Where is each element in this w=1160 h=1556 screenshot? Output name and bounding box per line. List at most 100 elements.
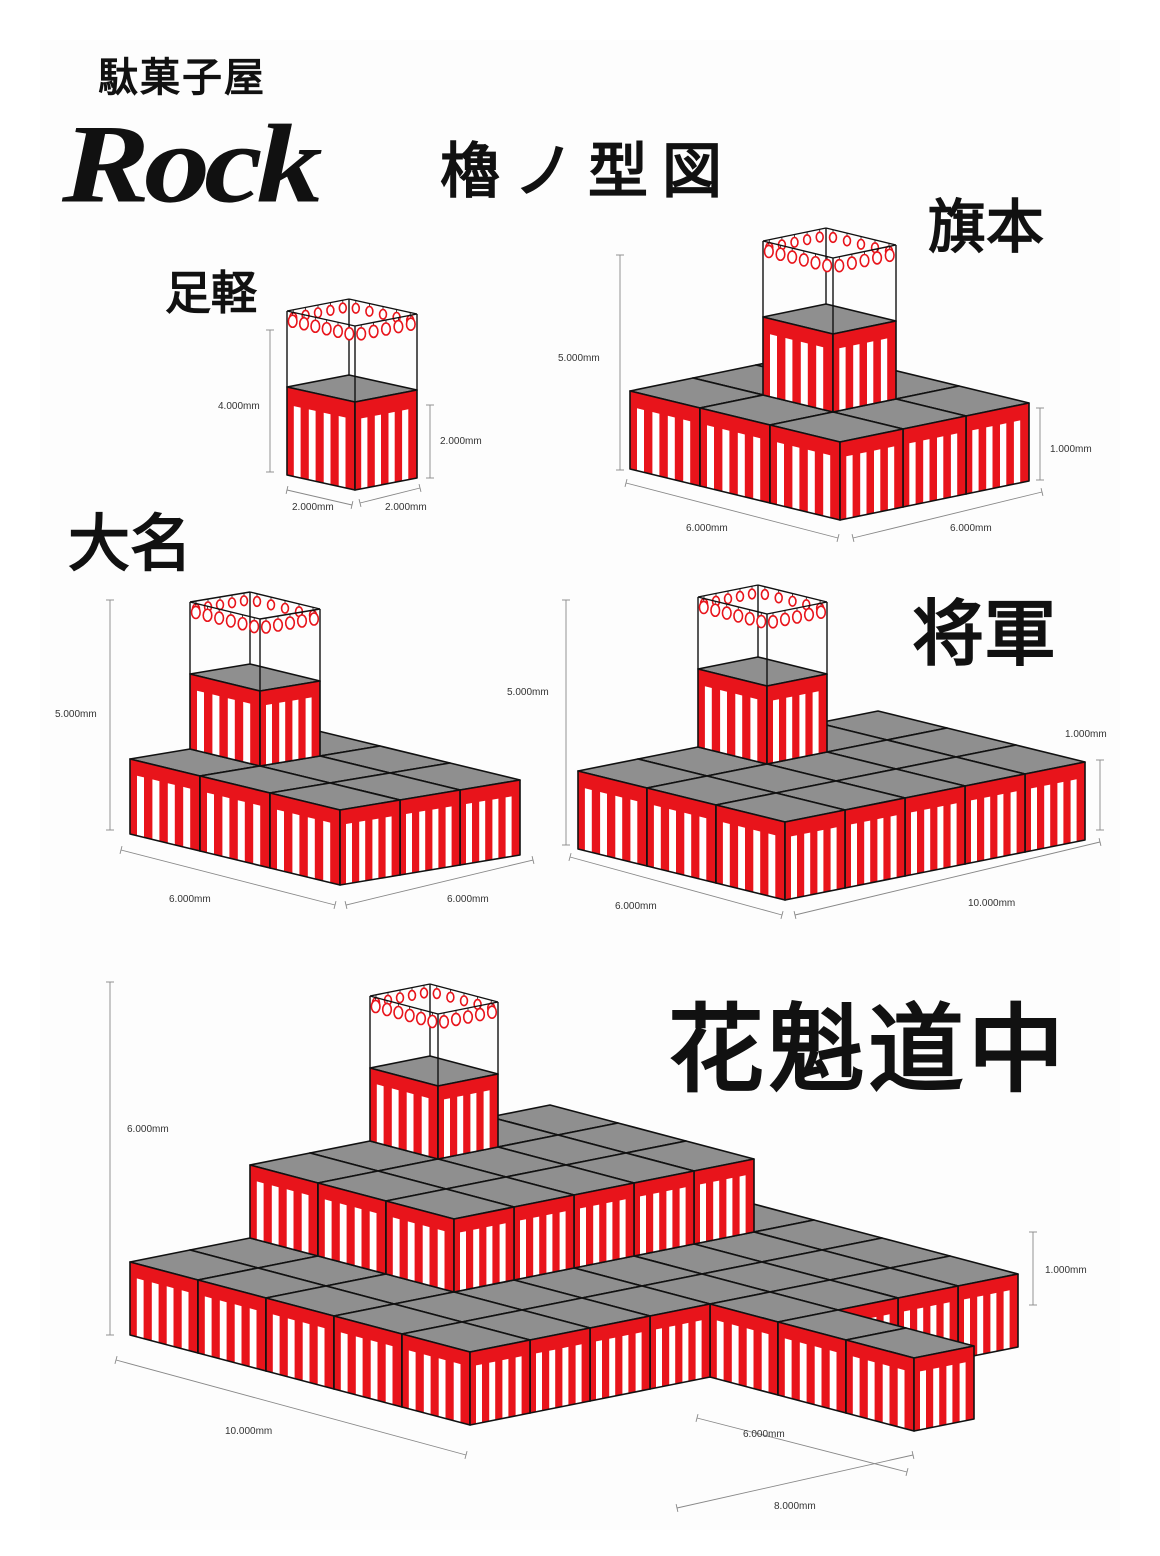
- curtain-stripe: [575, 1344, 582, 1404]
- curtain-face-left: [630, 391, 700, 486]
- dimension-line: [115, 1359, 467, 1456]
- curtain-stripe: [339, 1203, 347, 1264]
- curtain-stripe: [460, 1231, 466, 1291]
- curtain-stripe: [307, 817, 315, 879]
- dimension-oiran: 1.000mm: [1029, 1231, 1087, 1306]
- curtain-stripe: [204, 1296, 212, 1357]
- curtain-stripe: [817, 829, 824, 894]
- curtain-stripe: [846, 455, 853, 519]
- curtain-stripe: [546, 1213, 553, 1274]
- curtain-stripe: [911, 811, 917, 875]
- curtain-stripe: [860, 452, 867, 516]
- curtain-stripe: [738, 826, 745, 891]
- curtain-stripe: [839, 347, 846, 411]
- chochin-lantern-icon: [710, 603, 721, 618]
- curtain-stripe: [385, 816, 392, 878]
- dimension-tick: [836, 534, 840, 542]
- chochin-lantern-icon: [721, 606, 732, 620]
- curtain-stripe: [880, 338, 888, 403]
- stage-cube: [286, 374, 418, 491]
- chochin-lantern-icon: [822, 258, 833, 273]
- curtain-face-left: [370, 1068, 438, 1159]
- chochin-lantern-icon: [787, 250, 798, 264]
- chochin-lantern-icon: [884, 248, 895, 263]
- curtain-stripe: [489, 1361, 496, 1422]
- dimension-label: 6.000mm: [686, 523, 728, 534]
- dimension-label: 6.000mm: [127, 1124, 169, 1135]
- curtain-stripe: [753, 436, 761, 501]
- logo-rock: Rock: [62, 101, 323, 227]
- curtain-stripe: [695, 1320, 702, 1380]
- curtain-face-left: [402, 1334, 470, 1425]
- chochin-lantern-icon: [338, 302, 348, 314]
- chochin-lantern-icon: [760, 588, 770, 601]
- curtain-stripe: [222, 796, 230, 859]
- curtain-stripe: [722, 429, 730, 494]
- curtain-face-right: [840, 429, 903, 520]
- curtain-face-right-outline: [469, 1339, 531, 1426]
- curtain-face-left: [200, 776, 270, 868]
- curtain-stripe: [799, 1342, 807, 1403]
- curtain-stripe: [792, 446, 800, 511]
- lantern-canopy-frame: [286, 298, 418, 402]
- curtain-stripe: [408, 1350, 416, 1411]
- chochin-lantern-icon: [284, 616, 296, 630]
- curtain-stripe: [977, 1295, 984, 1356]
- curtain-stripe: [305, 697, 312, 759]
- dimension-tick: [905, 1468, 909, 1476]
- curtain-stripe: [683, 419, 691, 484]
- curtain-face-right: [965, 774, 1025, 864]
- chochin-lantern-icon: [404, 1008, 415, 1023]
- dimension-label: 6.000mm: [743, 1429, 785, 1440]
- dimension-label: 2.000mm: [440, 436, 482, 447]
- curtain-stripe: [682, 1322, 689, 1383]
- dimension-oiran: 10.000mm: [114, 1356, 468, 1459]
- chochin-lantern-icon: [763, 244, 774, 259]
- curtain-stripe: [606, 1201, 613, 1262]
- curtain-face-left: [386, 1201, 454, 1292]
- curtain-face-left: [710, 1304, 778, 1395]
- curtain-face-right: [574, 1183, 634, 1268]
- curtain-stripe: [637, 408, 644, 473]
- curtain-stripe: [986, 426, 993, 490]
- stage-cube: [269, 782, 401, 886]
- curtain-stripe: [502, 1358, 509, 1419]
- curtain-stripe: [438, 1358, 446, 1419]
- curtain-stripe: [804, 832, 811, 897]
- dimension-label: 5.000mm: [507, 687, 549, 698]
- curtain-face-left: [778, 1322, 846, 1413]
- chochin-lantern-icon: [744, 611, 755, 626]
- curtain-stripe: [768, 833, 776, 898]
- curtain-stripe: [652, 412, 660, 477]
- curtain-stripe: [679, 1187, 686, 1247]
- dimension-line: [794, 841, 1101, 916]
- curtain-stripe: [234, 1304, 242, 1365]
- dimension-hatamoto: 6.000mm: [624, 479, 840, 542]
- curtain-face-right: [454, 1207, 514, 1292]
- curtain-stripe: [580, 1207, 586, 1267]
- curtain-stripe: [308, 409, 316, 482]
- curtain-stripe: [340, 1332, 348, 1393]
- curtain-stripe: [423, 1354, 431, 1415]
- curtain-stripe: [323, 412, 331, 485]
- curtain-stripe: [707, 425, 714, 490]
- chochin-lantern-icon: [735, 590, 745, 603]
- curtain-face-right: [1025, 762, 1085, 852]
- curtain-stripe: [392, 1217, 400, 1278]
- curtain-stripe: [593, 1204, 600, 1265]
- curtain-stripe: [559, 1211, 566, 1271]
- curtain-stripe: [167, 783, 175, 845]
- curtain-stripe: [479, 800, 486, 862]
- curtain-face-right: [260, 681, 320, 766]
- curtain-stripe: [937, 436, 944, 500]
- curtain-stripe: [704, 686, 712, 751]
- curtain-stripe: [784, 1338, 792, 1399]
- chochin-lantern-icon: [474, 1007, 486, 1022]
- curtain-stripe: [669, 809, 676, 874]
- curtain-stripe: [619, 1199, 626, 1259]
- dimension-label: 6.000mm: [169, 894, 211, 905]
- curtain-stripe: [422, 1225, 430, 1286]
- chochin-lantern-icon: [834, 258, 845, 273]
- curtain-stripe: [699, 816, 707, 881]
